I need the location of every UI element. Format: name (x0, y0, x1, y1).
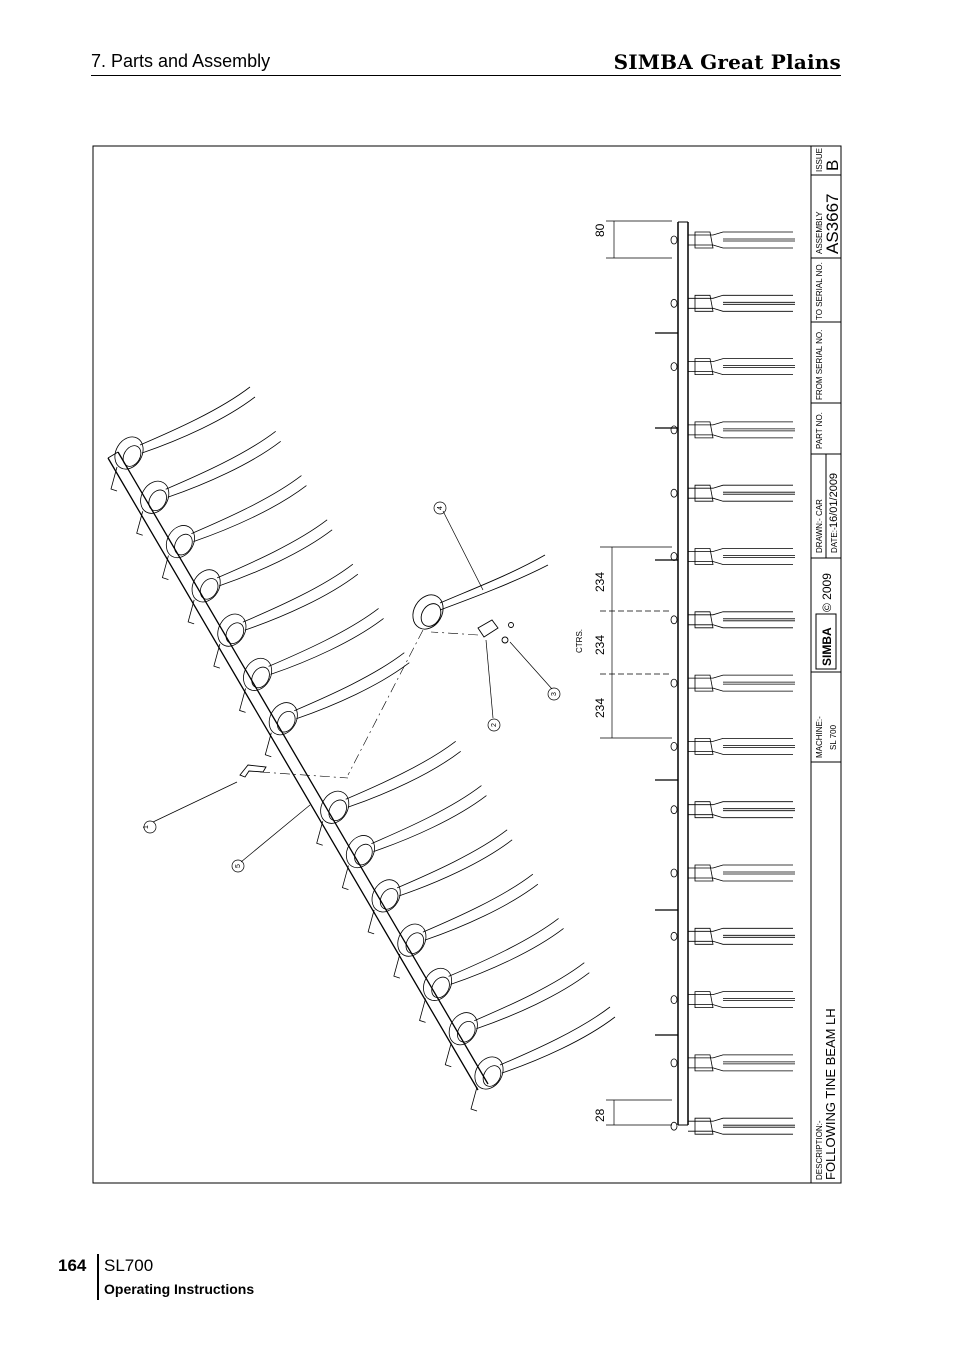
dim-top: 80 (593, 223, 607, 237)
machine-label: MACHINE:- (815, 716, 824, 758)
beam-side-view (655, 221, 795, 1135)
dimensions (600, 220, 672, 1126)
title-block-text: ISSUE B ASSEMBLY AS3667 TO SERIAL NO. FR… (815, 148, 842, 1180)
iso-tine (136, 430, 281, 536)
exploded-parts (239, 554, 549, 779)
dim-ctrs: CTRS. (575, 629, 584, 653)
model-name: SL700 (104, 1256, 154, 1275)
callout-4: 4 (437, 506, 444, 510)
callout-3: 3 (551, 692, 558, 696)
drawing-frame (92, 145, 842, 1184)
side-tine (670, 801, 795, 819)
dimension-labels: 80 234 234 234 CTRS. 28 (575, 223, 607, 1122)
isometric-beam (107, 386, 616, 1112)
iso-tine (393, 873, 539, 979)
date-label: DATE:- (830, 527, 839, 553)
side-tine (670, 358, 795, 375)
side-tine (670, 611, 795, 629)
date-value: 16/01/2009 (828, 473, 840, 528)
brand-logo: SIMBA Great Plains (613, 50, 841, 74)
side-tine (670, 864, 795, 882)
part-no-label: PART NO. (815, 412, 824, 449)
side-tine (670, 421, 795, 439)
dim-spacing-3: 234 (593, 698, 607, 718)
side-tine (670, 484, 795, 502)
footer-divider (97, 1254, 99, 1300)
issue-value: B (823, 160, 842, 171)
side-tine (670, 991, 795, 1008)
dim-bottom: 28 (593, 1108, 607, 1122)
iso-tine (470, 1006, 616, 1112)
issue-label: ISSUE (815, 148, 824, 172)
drawn-by: DRAWN:- CAR (815, 499, 824, 553)
side-tine (670, 674, 795, 692)
side-tine (670, 927, 795, 945)
side-tine (670, 1054, 795, 1072)
assembly-label: ASSEMBLY (815, 211, 824, 254)
side-tine (670, 548, 795, 565)
assembly-number: AS3667 (823, 194, 842, 255)
callout-5: 5 (235, 864, 242, 868)
callout-1: 1 (143, 825, 150, 829)
to-serial-label: TO SERIAL NO. (815, 262, 824, 320)
description-label: DESCRIPTION:- (815, 1120, 824, 1180)
dim-spacing-2: 234 (593, 635, 607, 655)
machine-value: SL 700 (829, 724, 838, 750)
iso-tine (419, 918, 564, 1023)
iso-tine (264, 652, 410, 758)
title-block (810, 146, 841, 1183)
page-number: 164 (58, 1256, 87, 1275)
description-value: FOLLOWING TINE BEAM LH (823, 1008, 838, 1180)
callout-2: 2 (491, 723, 498, 727)
side-tine (670, 294, 795, 312)
callout-labels: 1 2 3 4 5 (143, 506, 558, 868)
iso-tine (341, 785, 487, 890)
iso-tine (187, 519, 333, 625)
section-title: 7. Parts and Assembly (91, 51, 271, 71)
side-tine (670, 1117, 795, 1135)
iso-tine (316, 740, 461, 846)
footer-subtitle: Operating Instructions (104, 1281, 255, 1297)
iso-tine (367, 829, 513, 935)
header-divider (91, 75, 841, 76)
copyright: © 2009 (820, 573, 834, 612)
iso-tine (161, 475, 307, 580)
side-tine (670, 738, 795, 755)
from-serial-label: FROM SERIAL NO. (815, 330, 824, 400)
iso-tine (239, 608, 384, 713)
callouts (143, 501, 561, 873)
iso-tine (110, 386, 256, 492)
iso-tine (444, 962, 590, 1068)
side-tine (670, 231, 795, 249)
simba-logo: SIMBA (820, 627, 834, 666)
dim-spacing-1: 234 (593, 572, 607, 592)
iso-tine (213, 563, 359, 669)
